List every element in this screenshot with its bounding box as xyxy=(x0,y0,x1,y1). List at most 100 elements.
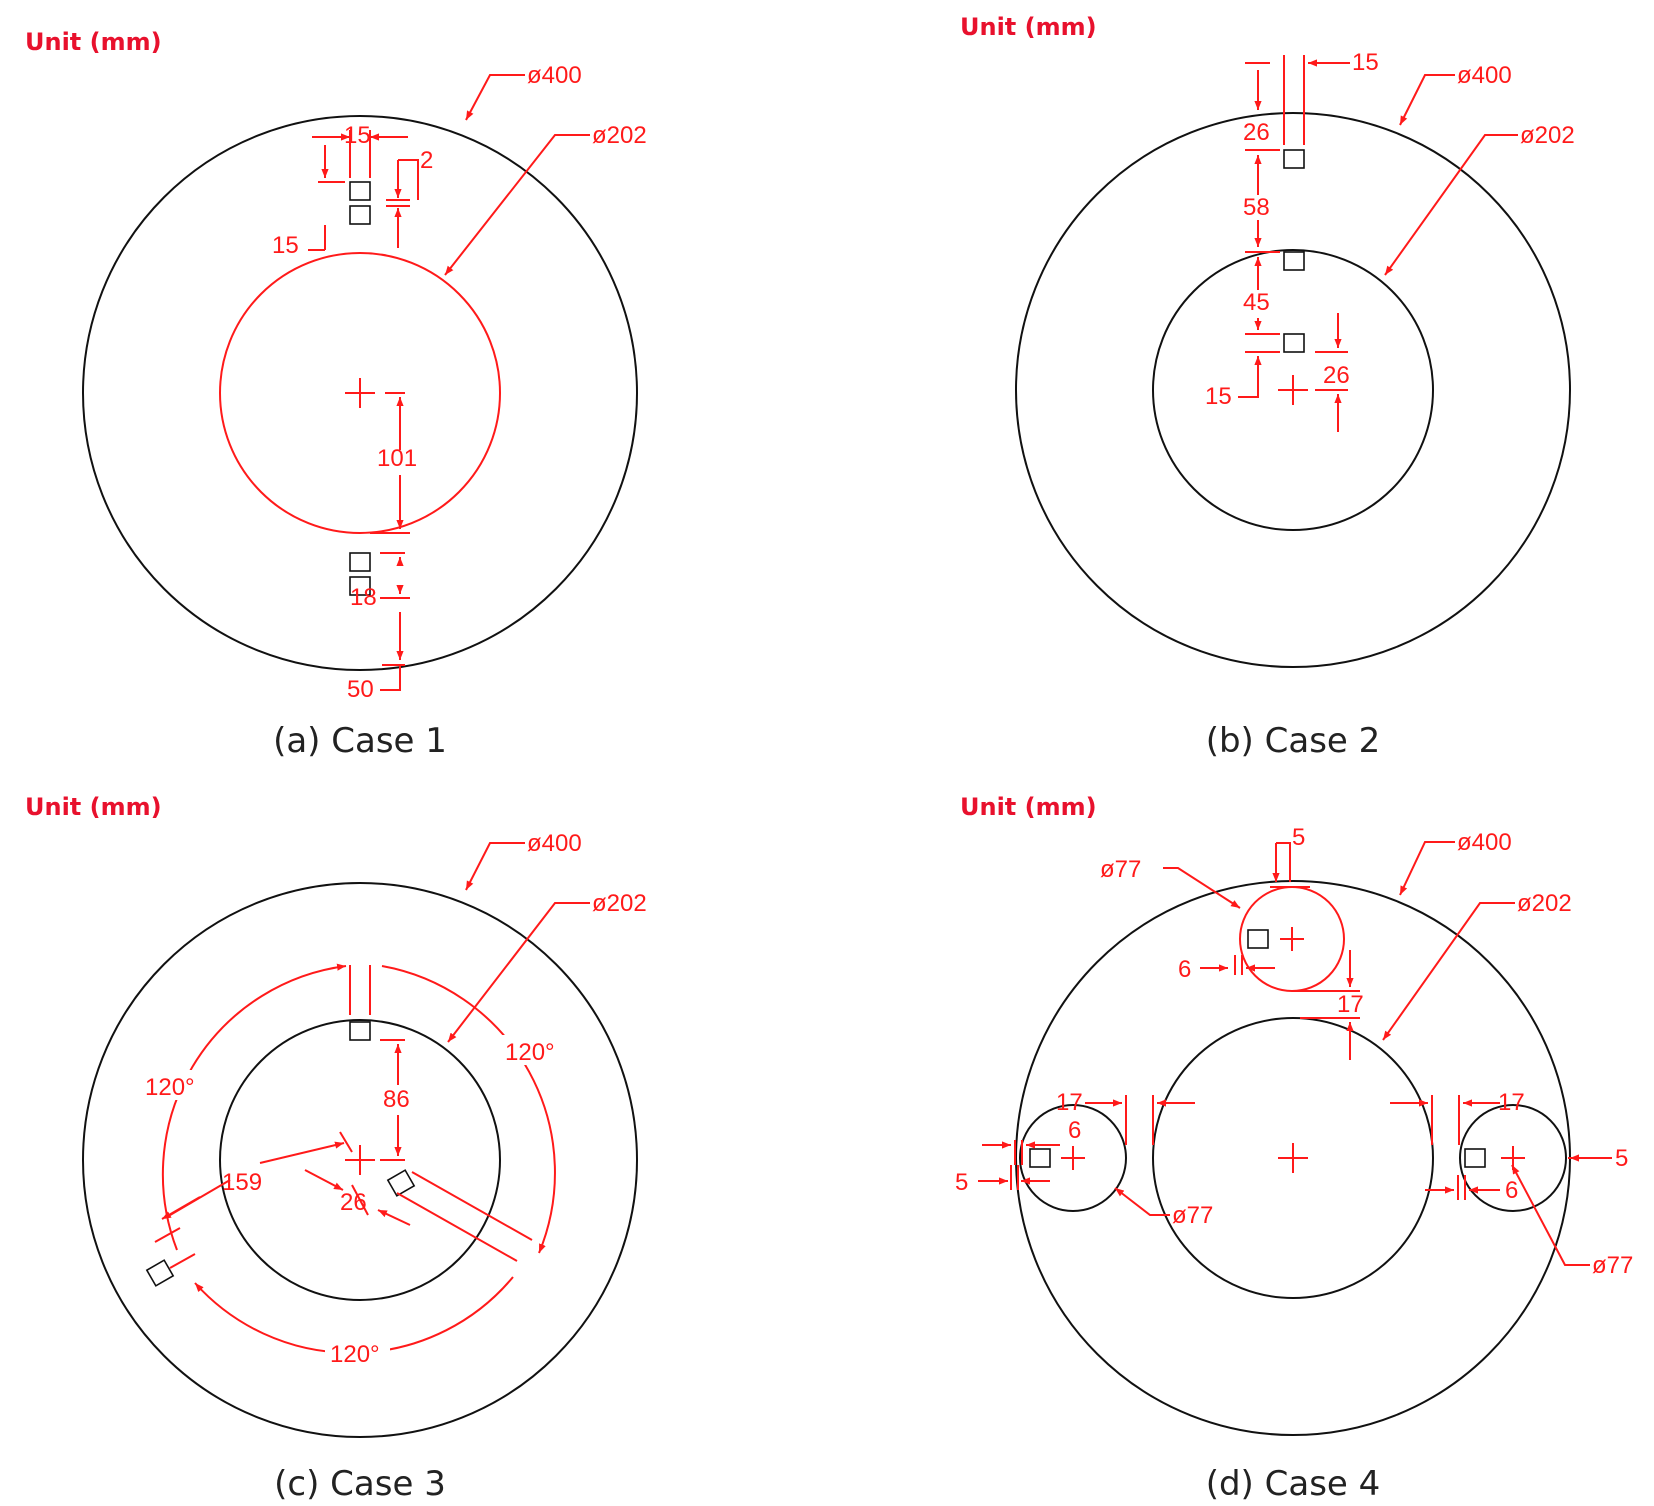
unit-label-c: Unit (mm) xyxy=(25,793,162,821)
dim-86-c: 86 xyxy=(383,1086,410,1113)
leader-inner-c xyxy=(447,902,590,1043)
label-small-dia-top: ø77 xyxy=(1100,856,1141,883)
ext-lines-6-right xyxy=(1457,1175,1466,1200)
ext-lines-left-c xyxy=(154,1227,196,1269)
dim-45-b: 45 xyxy=(1243,289,1270,316)
sensor-square xyxy=(349,181,371,201)
ext-lines-26b-b xyxy=(1315,351,1348,391)
ext-line xyxy=(351,1184,369,1216)
outer-circle-a xyxy=(82,115,638,671)
sensor-square xyxy=(1283,251,1305,271)
dim-arrow xyxy=(161,1196,201,1220)
caption-b: (b) Case 2 xyxy=(1206,721,1381,761)
sensor-square xyxy=(145,1259,175,1287)
mask xyxy=(140,1070,200,1100)
ext-lines-6-left xyxy=(1014,1140,1023,1165)
leader-outer-a xyxy=(465,74,525,121)
dim-5-right: 5 xyxy=(1615,1145,1628,1172)
dim-arrow xyxy=(304,1169,344,1191)
dim-2-a: 2 xyxy=(420,147,433,174)
sensor-square xyxy=(349,1021,371,1041)
dim-arrow xyxy=(259,1141,345,1164)
dim-101-a: 101 xyxy=(377,445,417,472)
ext-lines-6-top xyxy=(1234,955,1243,975)
dim-17-top: 17 xyxy=(1337,991,1364,1018)
sensor-square xyxy=(349,552,371,572)
unit-label-a: Unit (mm) xyxy=(25,28,162,56)
angle-120-bottom: 120° xyxy=(330,1341,380,1368)
outer-circle-c xyxy=(82,882,638,1438)
leader-outer-d xyxy=(1399,841,1455,896)
dim-26b-b: 26 xyxy=(1323,362,1350,389)
dim-6-left: 6 xyxy=(1068,1117,1081,1144)
sensor-square xyxy=(1283,149,1305,169)
sensor-square xyxy=(349,205,371,225)
leader-15b-b xyxy=(1238,385,1259,398)
label-inner-dia-c: ø202 xyxy=(592,890,647,917)
dim-6-top: 6 xyxy=(1178,956,1191,983)
center-mark-a xyxy=(345,378,375,408)
angle-120-left: 120° xyxy=(145,1074,195,1101)
ext-line xyxy=(339,1131,353,1153)
leader-2-a xyxy=(398,159,419,200)
sensor-square xyxy=(1283,333,1305,353)
inner-circle-c xyxy=(219,1019,501,1301)
leader-small-top xyxy=(1163,867,1241,909)
leader-small-right xyxy=(1511,1164,1590,1266)
leader-inner-b xyxy=(1384,134,1518,276)
panel-case-4: Unit (mm) ø400 ø202 ø77 ø77 ø77 5 6 xyxy=(955,793,1633,1504)
leader-outer-b xyxy=(1399,74,1455,126)
center-mark-d xyxy=(1278,1143,1308,1173)
leader-inner-a xyxy=(444,134,590,276)
caption-d: (d) Case 4 xyxy=(1206,1464,1381,1504)
label-inner-dia-a: ø202 xyxy=(592,122,647,149)
center-mark-c xyxy=(345,1145,375,1175)
label-outer-dia-a: ø400 xyxy=(527,62,582,89)
dim-26a-b: 26 xyxy=(1243,119,1270,146)
dim-17-left: 17 xyxy=(1056,1089,1083,1116)
small-circle-left xyxy=(1019,1104,1127,1212)
label-outer-dia-b: ø400 xyxy=(1457,62,1512,89)
center-mark-top xyxy=(1280,927,1304,951)
sensor-square xyxy=(1247,929,1269,949)
ext-lines-5-left xyxy=(1010,1165,1019,1190)
leader-small-left xyxy=(1114,1187,1170,1216)
label-inner-dia-d: ø202 xyxy=(1517,890,1572,917)
dim-15b-b: 15 xyxy=(1205,383,1232,410)
label-outer-dia-c: ø400 xyxy=(527,830,582,857)
outer-circle-b xyxy=(1015,112,1571,668)
dim-15a-b: 15 xyxy=(1352,49,1379,76)
sensor-square xyxy=(386,1169,416,1197)
ext-lines-86-c xyxy=(380,1039,405,1161)
mask xyxy=(500,1035,560,1065)
sensor-square xyxy=(1029,1148,1051,1168)
ext-lines-right-c xyxy=(396,1171,533,1262)
ext-lines-17-right xyxy=(1431,1095,1460,1145)
dim-5-top: 5 xyxy=(1292,824,1305,851)
caption-a: (a) Case 1 xyxy=(273,721,447,761)
ext-lines-b-top xyxy=(1283,55,1305,145)
dim-26-c: 26 xyxy=(340,1189,367,1216)
center-mark-left xyxy=(1061,1146,1085,1170)
label-small-dia-left: ø77 xyxy=(1172,1202,1213,1229)
mask xyxy=(325,1338,390,1368)
label-inner-dia-b: ø202 xyxy=(1520,122,1575,149)
leader-5-top xyxy=(1276,842,1291,882)
dim-15-a: 15 xyxy=(344,122,371,149)
small-circle-right xyxy=(1459,1104,1567,1212)
inner-circle-a xyxy=(219,252,501,534)
sensor-square xyxy=(1464,1148,1486,1168)
dim-15b-a: 15 xyxy=(272,232,299,259)
dim-17-right: 17 xyxy=(1498,1089,1525,1116)
dim-58-b: 58 xyxy=(1243,194,1270,221)
ext-lines-chain-b xyxy=(1245,62,1280,335)
ext-lines-17-left xyxy=(1125,1095,1154,1145)
dim-6-right: 6 xyxy=(1505,1177,1518,1204)
dim-159-c: 159 xyxy=(222,1169,262,1196)
leader-outer-c xyxy=(465,842,525,891)
panel-case-2: Unit (mm) ø400 ø202 15 26 58 45 15 26 xyxy=(960,13,1575,761)
caption-c: (c) Case 3 xyxy=(274,1464,446,1504)
label-small-dia-right: ø77 xyxy=(1592,1252,1633,1279)
angle-arc-right xyxy=(381,965,556,1254)
